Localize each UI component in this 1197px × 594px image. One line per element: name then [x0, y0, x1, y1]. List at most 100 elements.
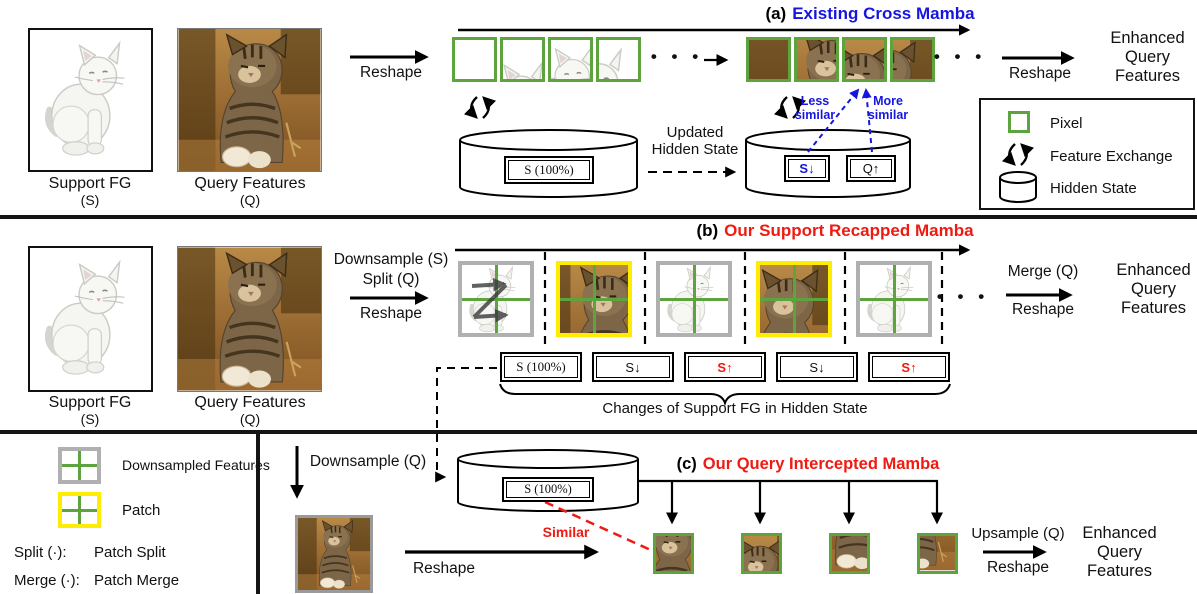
- brace-caption-b: Changes of Support FG in Hidden State: [602, 400, 868, 417]
- hidden-state-b4: S↓: [776, 352, 858, 382]
- patch-art: [749, 40, 788, 79]
- patch-art: [656, 536, 691, 571]
- ellipsis-a2: • • •: [933, 47, 987, 66]
- pixel-patch-a3: [548, 37, 593, 82]
- grid-line-v: [494, 265, 498, 333]
- grid-line-v: [892, 265, 896, 333]
- support-symbol-a: (S): [80, 192, 100, 208]
- support-fg-label-a: Support FG: [48, 175, 132, 192]
- legend-a-feature-exchange-label: Feature Exchange: [1050, 148, 1173, 165]
- grid-line-v: [78, 496, 81, 524]
- hidden-state-b2-text: S↓: [596, 356, 670, 378]
- hidden-state-s100-c: S (100%): [502, 477, 594, 502]
- patch-art: [832, 536, 867, 571]
- patch-art: [455, 40, 494, 79]
- hidden-state-b2: S↓: [592, 352, 674, 382]
- reshape-label-c-out: Reshape: [986, 559, 1050, 576]
- hidden-state-b3: S↑: [684, 352, 766, 382]
- panel-a-title-text: Existing Cross Mamba: [792, 4, 975, 23]
- downsample-q-label: Downsample (Q): [309, 453, 427, 470]
- panel-b-tag: (b): [696, 221, 719, 240]
- updated-line2: Hidden State: [651, 140, 739, 158]
- merge-key: Merge (·):: [14, 572, 80, 589]
- panel-c-title-text: Our Query Intercepted Mamba: [702, 455, 940, 473]
- white-cat-art: [30, 248, 151, 390]
- downsampled-support-item-b1: [458, 261, 534, 337]
- white-cat-art: [30, 30, 151, 170]
- query-pixel-patch-c1: [653, 533, 694, 574]
- panel-c-title: (c)Our Query Intercepted Mamba: [640, 455, 976, 474]
- split-q-label: Split (Q): [362, 271, 420, 288]
- legend-a-pixel-label: Pixel: [1050, 115, 1083, 132]
- patch-art: [599, 40, 638, 79]
- hidden-state-b5: S↑: [868, 352, 950, 382]
- grid-line-v: [592, 265, 596, 333]
- more-line1: More: [873, 94, 903, 108]
- similar-label: Similar: [542, 524, 590, 540]
- ellipsis-a1: • • •: [650, 47, 704, 66]
- reshape-label-b-in: Reshape: [359, 305, 423, 322]
- query-features-label-a: Query Features: [194, 175, 306, 192]
- hidden-state-q-up-a-text: Q↑: [850, 159, 892, 178]
- grid-line-v: [692, 265, 696, 333]
- grid-line-v: [78, 451, 81, 480]
- pixel-patch-a5: [746, 37, 791, 82]
- hidden-state-s-down-a-text: S↓: [788, 159, 826, 178]
- panel-a-title: (a) Existing Cross Mamba: [740, 4, 1000, 24]
- merge-definition: Merge (·): Patch Merge: [14, 572, 179, 589]
- divider-b-c: [0, 430, 1197, 434]
- pixel-square-icon: [1008, 111, 1030, 133]
- query-patch-item-b4: [756, 261, 832, 337]
- support-fg-image-b: [28, 246, 153, 392]
- enhanced-b-l3: Features: [1120, 298, 1187, 317]
- hidden-state-s100-a: S (100%): [504, 156, 594, 184]
- tabby-cat-art: [178, 247, 321, 391]
- reshape-label-a-in: Reshape: [359, 64, 423, 81]
- split-key: Split (·):: [14, 544, 67, 561]
- pixel-patch-a8: [890, 37, 935, 82]
- query-features-label-b: Query Features: [194, 394, 306, 411]
- less-similar-label: Less similar: [790, 94, 840, 122]
- patch-art: [503, 40, 542, 79]
- merge-q-label: Merge (Q): [1007, 263, 1079, 280]
- enhanced-a-l1: Enhanced: [1110, 29, 1185, 47]
- downsampled-features-label: Downsampled Features: [122, 457, 270, 473]
- patch-art: [744, 536, 779, 571]
- enhanced-output-a: Enhanced Query Features: [1098, 29, 1197, 86]
- panel-b-title-text: Our Support Recapped Mamba: [724, 221, 974, 240]
- downsampled-support-item-b5: [856, 261, 932, 337]
- updated-line1: Updated: [666, 124, 724, 141]
- hidden-state-b5-text: S↑: [872, 356, 946, 378]
- support-fg-label-b: Support FG: [48, 394, 132, 411]
- pixel-patch-a4: [596, 37, 641, 82]
- split-value: Patch Split: [94, 544, 166, 561]
- pixel-patch-a7: [842, 37, 887, 82]
- downsampled-features-icon: [58, 447, 101, 484]
- support-symbol-b: (S): [80, 411, 100, 427]
- query-patch-item-b2: [556, 261, 632, 337]
- hidden-state-s100-a-text: S (100%): [508, 160, 590, 180]
- patch-art: [551, 40, 590, 79]
- downsampled-support-item-b3: [656, 261, 732, 337]
- less-line2: similar: [794, 107, 836, 122]
- panel-a-tag: (a): [765, 4, 787, 23]
- enhanced-c-l2: Query: [1097, 542, 1142, 561]
- divider-a-b: [0, 215, 1197, 219]
- downsampled-query-image-c: [295, 515, 373, 593]
- hidden-state-b1-text: S (100%): [504, 356, 578, 378]
- hidden-state-b3-text: S↑: [688, 356, 762, 378]
- query-pixel-patch-c4: [917, 533, 958, 574]
- divider-legend-c: [256, 434, 260, 594]
- reshape-label-a-out: Reshape: [1008, 65, 1072, 82]
- tabby-cat-art: [298, 518, 370, 590]
- pixel-patch-a6: [794, 37, 839, 82]
- reshape-label-c-in: Reshape: [412, 560, 476, 577]
- downsample-s-label: Downsample (S): [333, 251, 449, 268]
- query-features-image-b: [177, 246, 322, 392]
- merge-value: Patch Merge: [94, 572, 180, 589]
- upsample-q-label: Upsample (Q): [971, 525, 1065, 542]
- enhanced-b-l1: Enhanced: [1116, 261, 1191, 279]
- support-fg-image-a: [28, 28, 153, 172]
- interception-distribution-lines: [637, 479, 944, 525]
